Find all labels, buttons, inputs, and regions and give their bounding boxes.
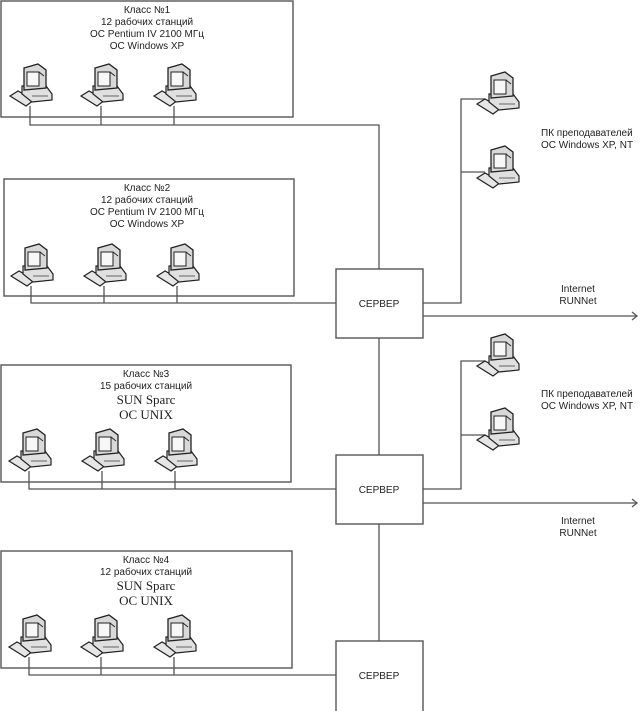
teacher-pc-icon (476, 407, 520, 451)
class-detail: ОС Windows XP (110, 41, 185, 52)
class-detail: 12 рабочих станций (100, 566, 192, 578)
teacher-pc-label: ПК преподавателей (541, 128, 633, 139)
class-2-bus (30, 286, 336, 304)
server-1: СЕРВЕР (335, 268, 424, 339)
server-3: СЕРВЕР (335, 640, 424, 711)
server-label: СЕРВЕР (359, 671, 400, 682)
class-detail: ОС Pentium IV 2100 МГц (90, 29, 204, 40)
class-2-workstations (10, 243, 200, 287)
class-4-bus (28, 657, 336, 676)
class-detail: SUN Sparc (117, 578, 176, 593)
class-detail: 15 рабочих станций (100, 380, 192, 392)
network-label: RUNNet (559, 296, 596, 307)
arrow-right-icon (631, 311, 639, 321)
class-detail: ОС Pentium IV 2100 МГц (90, 207, 204, 218)
teacher-pc-icon (476, 71, 520, 115)
class-3-bus (28, 471, 336, 490)
class-detail: OC UNIX (119, 593, 173, 608)
class-1-bus (29, 106, 380, 269)
teacher-pc-label: ПК преподавателей (541, 389, 633, 400)
class-3-workstations (8, 428, 198, 472)
class-detail: 12 рабочих станций (101, 194, 193, 206)
server-label: СЕРВЕР (359, 485, 400, 496)
internet-link-2: Internet RUNNet (423, 498, 639, 539)
class-detail: 12 рабочих станций (101, 16, 193, 28)
class-1-workstations (9, 63, 197, 107)
server-label: СЕРВЕР (359, 299, 400, 310)
teacher-pc-icon (476, 333, 520, 377)
class-detail: SUN Sparc (117, 392, 176, 407)
teacher-group-2: ПК преподавателей ОС Windows XP, NT (423, 333, 633, 490)
class-title: Класс №1 (124, 5, 171, 16)
teacher-pc-os: ОС Windows XP, NT (541, 140, 633, 151)
internet-label: Internet (561, 516, 595, 527)
internet-link-1: Internet RUNNet (423, 284, 639, 321)
teacher-group-1: ПК преподавателей ОС Windows XP, NT (423, 71, 633, 304)
class-title: Класс №3 (123, 369, 170, 380)
teacher-pc-os: ОС Windows XP, NT (541, 401, 633, 412)
teacher-pc-icon (476, 145, 520, 189)
server-2: СЕРВЕР (335, 454, 424, 525)
class-title: Класс №2 (124, 183, 171, 194)
internet-label: Internet (561, 284, 595, 295)
class-title: Класс №4 (123, 555, 170, 566)
class-detail: OC UNIX (119, 407, 173, 422)
arrow-right-icon (631, 498, 639, 508)
network-label: RUNNet (559, 528, 596, 539)
class-detail: ОС Windows XP (110, 219, 185, 230)
class-4-workstations (8, 614, 197, 658)
